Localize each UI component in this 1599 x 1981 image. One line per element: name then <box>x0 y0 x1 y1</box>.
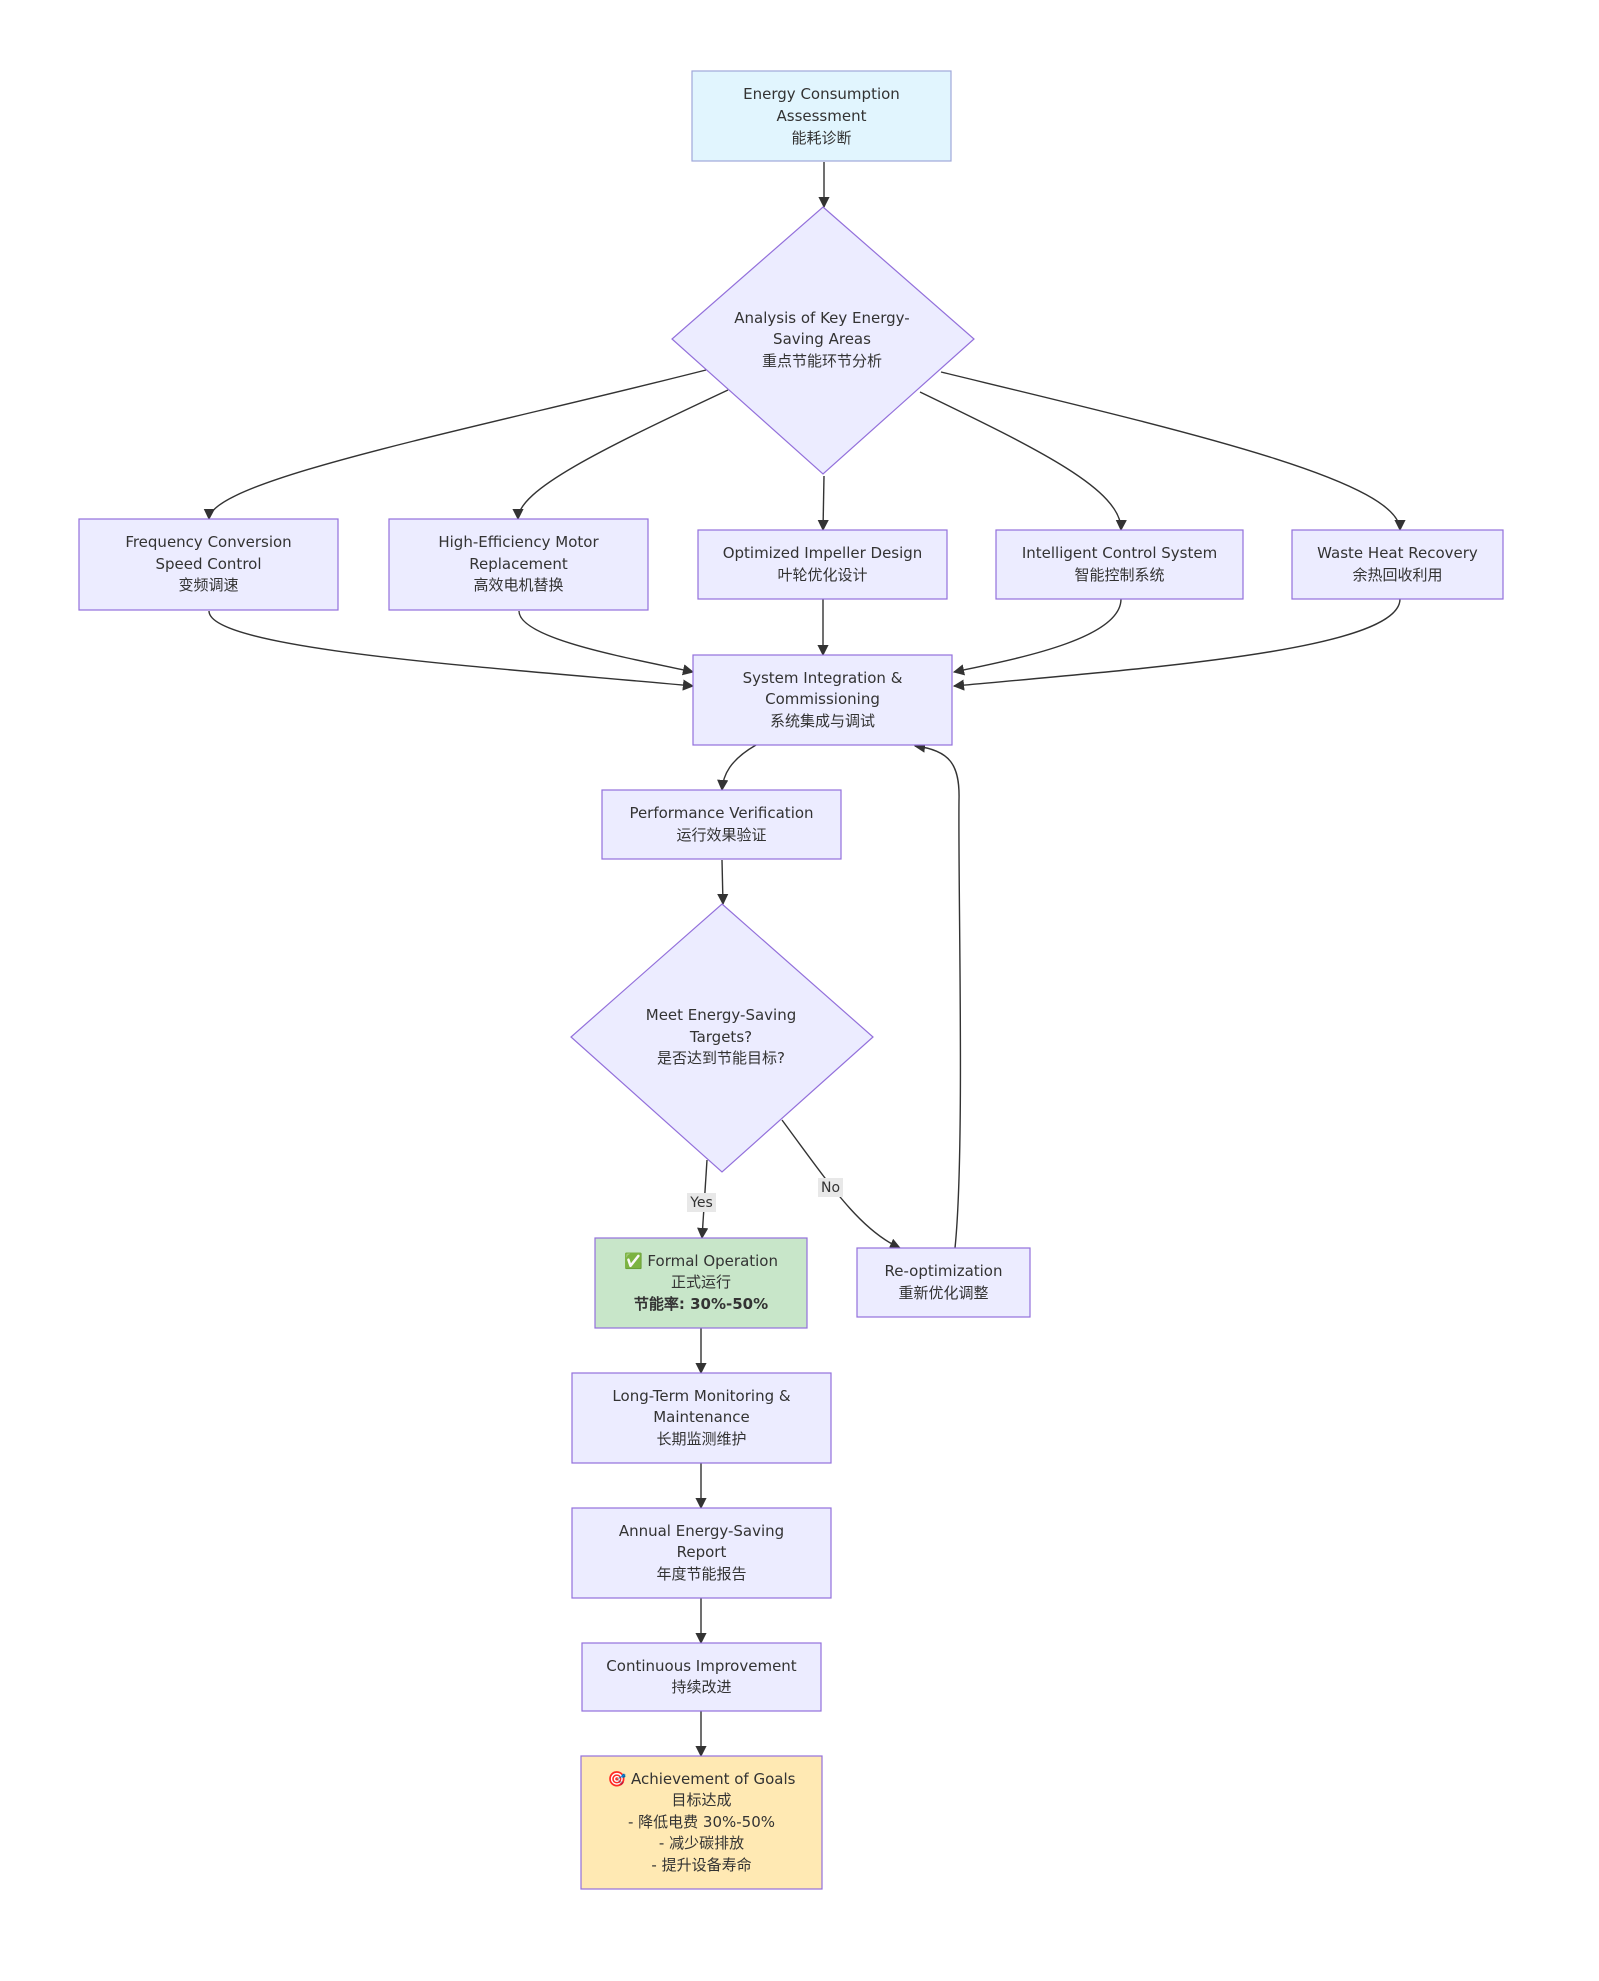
edge-integration-verification <box>717 744 757 792</box>
svg-text:Frequency Conversion: Frequency Conversion <box>125 533 291 551</box>
svg-text:能耗诊断: 能耗诊断 <box>791 129 851 147</box>
svg-text:节能率: 30%-50%: 节能率: 30%-50% <box>634 1295 768 1313</box>
svg-text:Analysis of Key Energy-: Analysis of Key Energy- <box>734 309 909 327</box>
svg-text:变频调速: 变频调速 <box>178 576 238 594</box>
svg-text:- 减少碳排放: - 减少碳排放 <box>659 1834 744 1852</box>
edge-verification-decision <box>717 859 729 906</box>
edge-label-no: No <box>818 1178 843 1197</box>
svg-text:Energy Consumption: Energy Consumption <box>743 85 900 103</box>
svg-text:Intelligent Control System: Intelligent Control System <box>1022 544 1217 562</box>
node-energy-consumption-assessment[interactable]: Energy Consumption Assessment 能耗诊断 <box>691 70 952 162</box>
svg-text:长期监测维护: 长期监测维护 <box>656 1430 746 1448</box>
edge-decision-reopt <box>781 1119 902 1249</box>
svg-text:智能控制系统: 智能控制系统 <box>1074 566 1164 584</box>
svg-text:Annual Energy-Saving: Annual Energy-Saving <box>619 1522 784 1540</box>
node-intelligent-control[interactable]: Intelligent Control System 智能控制系统 <box>995 529 1244 600</box>
svg-text:- 提升设备寿命: - 提升设备寿命 <box>651 1856 751 1874</box>
edge-label-yes: Yes <box>687 1193 716 1212</box>
svg-text:是否达到节能目标?: 是否达到节能目标? <box>657 1049 785 1067</box>
node-meet-targets-decision[interactable]: Meet Energy-Saving Targets? 是否达到节能目标? <box>570 903 874 1173</box>
edge-analysis-heat <box>940 371 1406 532</box>
edge-analysis-frequency <box>203 369 707 521</box>
node-waste-heat-recovery[interactable]: Waste Heat Recovery 余热回收利用 <box>1291 529 1504 600</box>
svg-text:Saving Areas: Saving Areas <box>773 330 871 348</box>
svg-text:Long-Term Monitoring &: Long-Term Monitoring & <box>612 1387 790 1405</box>
node-key-energy-saving-analysis[interactable]: Analysis of Key Energy- Saving Areas 重点节… <box>671 206 975 475</box>
node-continuous-improvement[interactable]: Continuous Improvement 持续改进 <box>581 1642 822 1712</box>
edge-motor-integration <box>518 610 695 676</box>
svg-text:High-Efficiency Motor: High-Efficiency Motor <box>438 533 599 551</box>
node-re-optimization[interactable]: Re-optimization 重新优化调整 <box>856 1247 1031 1318</box>
svg-text:Assessment: Assessment <box>777 107 867 125</box>
svg-text:Speed Control: Speed Control <box>155 555 261 573</box>
svg-text:正式运行: 正式运行 <box>671 1273 731 1291</box>
svg-text:✅ Formal Operation: ✅ Formal Operation <box>624 1252 778 1270</box>
svg-text:Meet Energy-Saving: Meet Energy-Saving <box>646 1006 797 1024</box>
edge-analysis-impeller <box>817 475 829 532</box>
node-achievement-of-goals[interactable]: 🎯 Achievement of Goals 目标达成 - 降低电费 30%-5… <box>580 1755 823 1890</box>
svg-text:高效电机替换: 高效电机替换 <box>473 576 563 594</box>
node-formal-operation[interactable]: ✅ Formal Operation 正式运行 节能率: 30%-50% <box>594 1237 808 1329</box>
svg-text:重新优化调整: 重新优化调整 <box>898 1284 988 1302</box>
svg-text:Targets?: Targets? <box>689 1028 752 1046</box>
edge-heat-integration <box>952 598 1401 691</box>
edge-reopt-integration <box>913 741 962 1249</box>
svg-text:Optimized Impeller Design: Optimized Impeller Design <box>723 544 923 562</box>
svg-text:叶轮优化设计: 叶轮优化设计 <box>777 566 867 584</box>
svg-text:- 降低电费 30%-50%: - 降低电费 30%-50% <box>628 1813 775 1831</box>
svg-text:Performance Verification: Performance Verification <box>629 804 813 822</box>
svg-text:重点节能环节分析: 重点节能环节分析 <box>762 352 882 370</box>
svg-text:目标达成: 目标达成 <box>671 1791 731 1809</box>
node-performance-verification[interactable]: Performance Verification 运行效果验证 <box>601 789 842 860</box>
svg-text:Re-optimization: Re-optimization <box>885 1262 1003 1280</box>
node-frequency-conversion[interactable]: Frequency Conversion Speed Control 变频调速 <box>78 518 339 611</box>
svg-text:Waste Heat Recovery: Waste Heat Recovery <box>1317 544 1478 562</box>
svg-text:余热回收利用: 余热回收利用 <box>1352 566 1442 584</box>
svg-text:Replacement: Replacement <box>469 555 568 573</box>
svg-text:Commissioning: Commissioning <box>765 690 880 708</box>
svg-text:运行效果验证: 运行效果验证 <box>676 826 766 844</box>
node-system-integration[interactable]: System Integration & Commissioning 系统集成与… <box>692 654 953 746</box>
edge-frequency-integration <box>208 610 695 691</box>
edge-analysis-control <box>919 391 1127 532</box>
edge-control-integration <box>952 598 1122 676</box>
svg-text:系统集成与调试: 系统集成与调试 <box>770 712 875 730</box>
edge-analysis-motor <box>512 389 729 521</box>
svg-text:🎯 Achievement of Goals: 🎯 Achievement of Goals <box>608 1770 796 1788</box>
node-annual-report[interactable]: Annual Energy-Saving Report 年度节能报告 <box>571 1507 832 1599</box>
svg-text:持续改进: 持续改进 <box>671 1678 731 1696</box>
svg-text:No: No <box>821 1180 840 1196</box>
node-long-term-monitoring[interactable]: Long-Term Monitoring & Maintenance 长期监测维… <box>571 1372 832 1464</box>
node-optimized-impeller[interactable]: Optimized Impeller Design 叶轮优化设计 <box>697 529 948 600</box>
svg-text:System Integration &: System Integration & <box>743 669 903 687</box>
svg-text:年度节能报告: 年度节能报告 <box>656 1565 746 1583</box>
svg-text:Continuous Improvement: Continuous Improvement <box>606 1657 797 1675</box>
node-high-efficiency-motor[interactable]: High-Efficiency Motor Replacement 高效电机替换 <box>388 518 649 611</box>
svg-text:Yes: Yes <box>689 1195 713 1211</box>
svg-text:Report: Report <box>677 1543 727 1561</box>
svg-text:Maintenance: Maintenance <box>653 1408 750 1426</box>
